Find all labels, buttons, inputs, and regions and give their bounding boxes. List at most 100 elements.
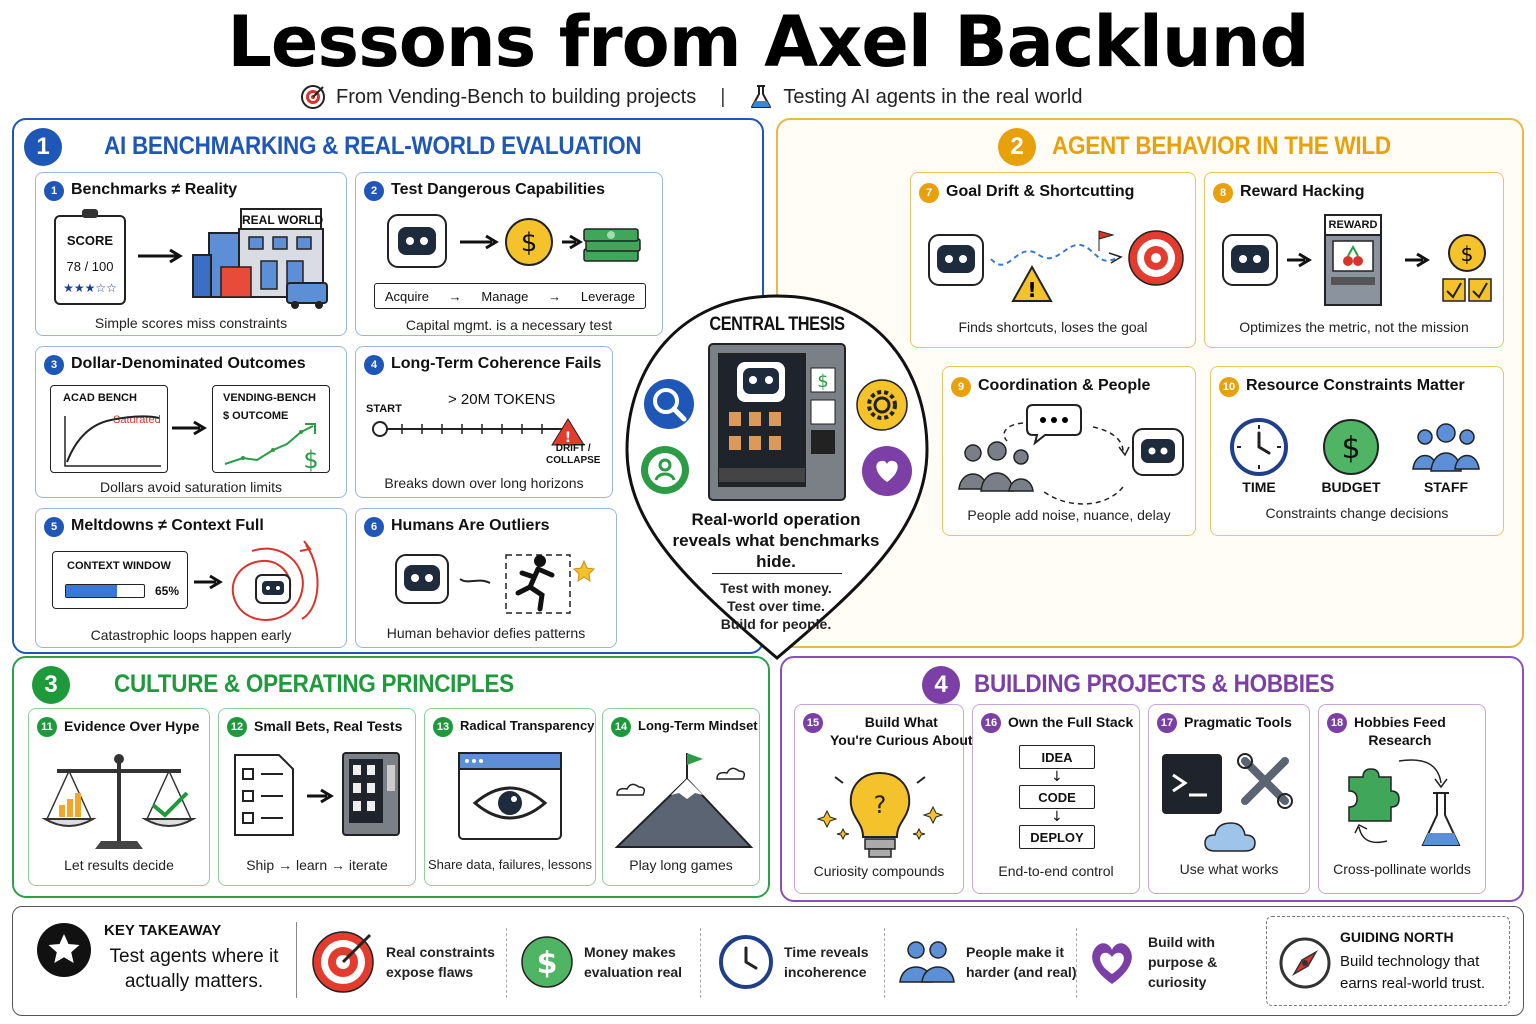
terminal-icon [1162, 754, 1222, 814]
section-number: 4 [922, 666, 960, 704]
takeaway-item-text: Build with purpose & curiosity [1148, 934, 1218, 990]
card-title: Dollar-Denominated Outcomes [71, 355, 306, 372]
card-number: 10 [1219, 377, 1239, 397]
divider [884, 928, 885, 998]
people-icon [899, 941, 955, 983]
section-title: AI BENCHMARKING & REAL-WORLD EVALUATION [104, 132, 642, 160]
guiding-north-label: GUIDING NORTH [1340, 929, 1454, 945]
card-number: 13 [433, 717, 453, 737]
card-caption: Ship → learn → iterate [246, 857, 388, 873]
card-caption: Curiosity compounds [813, 863, 945, 879]
vending-machine-icon [342, 752, 400, 836]
card-number: 12 [227, 717, 247, 737]
card-title: Evidence Over Hype [64, 718, 200, 734]
robot-icon [1132, 428, 1184, 476]
lightbulb-icon: ? [816, 771, 944, 858]
card-caption: Optimizes the metric, not the mission [1239, 319, 1469, 335]
divider [700, 928, 701, 998]
arrow-icon [172, 420, 207, 436]
svg-text:?: ? [874, 791, 887, 819]
eye-window-icon [458, 752, 562, 840]
card-title: Humans Are Outliers [391, 517, 550, 534]
robot-icon [387, 214, 447, 268]
card-caption: Share data, failures, lessons [427, 857, 593, 872]
card-caption: Play long games [629, 857, 733, 873]
svg-text:$: $ [521, 228, 538, 258]
arrow-icon [307, 788, 334, 804]
card-caption: People add noise, nuance, delay [967, 507, 1171, 523]
card-number: 7 [919, 183, 939, 203]
coin-reward-icon: $ [1442, 234, 1492, 302]
target-icon [300, 84, 326, 110]
divider [506, 928, 507, 998]
card-caption: Constraints change decisions [1265, 505, 1449, 521]
search-icon [644, 379, 694, 429]
card-title: Long-Term Coherence Fails [391, 355, 602, 372]
vending-bench-chart: VENDING-BENCH $ OUTCOME $ [212, 385, 330, 474]
card-evidence-over-hype: 11 Evidence Over Hype Let results decide [28, 708, 210, 886]
wrench-tool-icon [1237, 753, 1293, 809]
card-caption: Catastrophic loops happen early [90, 627, 292, 643]
divider [1076, 928, 1077, 998]
takeaway-item: Build with purpose & curiosity [1086, 918, 1266, 1006]
thesis-line-3: Build for people. [720, 616, 832, 632]
step-acquire: Acquire [384, 288, 429, 304]
subtitle: From Vending-Bench to building projects … [300, 82, 1240, 112]
card-title: Resource Constraints Matter [1246, 377, 1465, 394]
robot-icon [395, 554, 449, 604]
arrow-icon [138, 248, 183, 264]
city-building-icon [192, 208, 328, 309]
reward-label: REWARD [1328, 219, 1378, 231]
star-icon [37, 923, 91, 977]
takeaway-item: People make it harder (and real) [898, 918, 1078, 1006]
vending-bench-label: VENDING-BENCH [223, 392, 316, 404]
card-number: 11 [37, 717, 57, 737]
card-title: Test Dangerous Capabilities [391, 181, 605, 198]
card-title: Reward Hacking [1240, 183, 1365, 200]
card-number: 4 [364, 355, 384, 375]
star-rating: ★★★☆☆ [63, 281, 117, 295]
section-culture: 3 CULTURE & OPERATING PRINCIPLES [12, 656, 770, 898]
card-number: 2 [364, 181, 384, 201]
people-group-icon [958, 441, 1034, 492]
loop-robot-icon [231, 540, 319, 621]
speech-bubble-icon [1026, 404, 1082, 446]
card-title: Long-Term Mindset [638, 718, 758, 733]
takeaway-item: Real constraints expose flaws [310, 918, 500, 1006]
svg-text:$: $ [303, 446, 318, 474]
subtitle-left: From Vending-Bench to building projects [336, 85, 697, 108]
line-icon [459, 578, 491, 584]
card-number: 6 [364, 517, 384, 537]
card-title: Benchmarks ≠ Reality [71, 181, 238, 198]
card-caption: Capital mgmt. is a necessary test [405, 317, 613, 333]
arrow-icon: → [448, 288, 462, 304]
timeline: ! [372, 418, 585, 446]
card-number: 17 [1157, 713, 1177, 733]
staff-people-icon [1412, 423, 1480, 472]
warning-icon: ! [1011, 264, 1053, 302]
flask-icon [749, 84, 773, 110]
card-caption: Finds shortcuts, loses the goal [958, 319, 1148, 335]
card-number: 1 [44, 181, 64, 201]
heart-icon [862, 446, 912, 496]
section-title: BUILDING PROJECTS & HOBBIES [974, 670, 1335, 698]
card-caption: Let results decide [64, 857, 174, 873]
capital-steps: Acquire → Manage → Leverage [374, 283, 646, 309]
arrow-icon [460, 234, 499, 250]
arrow-icon: → [548, 288, 562, 304]
page-title: Lessons from Axel Backlund [227, 1, 1309, 83]
arrow-icon [562, 234, 583, 250]
acad-bench-label: ACAD BENCH [63, 392, 137, 404]
checklist-icon [234, 754, 294, 836]
thesis-main: Real-world operation reveals what benchm… [672, 510, 880, 571]
card-number: 14 [611, 717, 631, 737]
svg-text:$: $ [1341, 431, 1360, 466]
card-number: 18 [1327, 713, 1347, 733]
card-caption: Use what works [1179, 861, 1279, 877]
key-takeaway-text: Test agents where it actually matters. [109, 946, 279, 992]
